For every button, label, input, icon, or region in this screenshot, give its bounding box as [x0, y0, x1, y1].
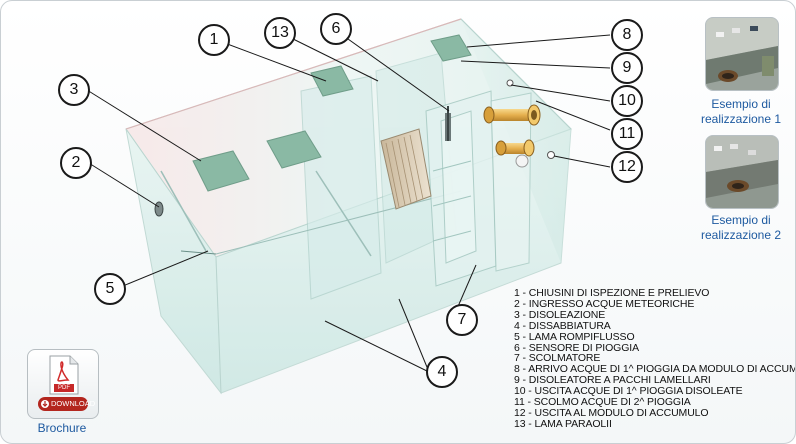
- example-caption-2[interactable]: Esempio di realizzazione 2: [691, 213, 791, 243]
- pdf-icon: [38, 355, 88, 411]
- inlet-pipe: [154, 201, 164, 217]
- legend-item: 9 - DISOLEATORE A PACCHI LAMELLARI: [514, 374, 711, 387]
- site-photo-image: [706, 18, 778, 90]
- legend-item: 8 - ARRIVO ACQUE DI 1^ PIOGGIA DA MODULO…: [514, 363, 796, 376]
- callout-5: 5: [94, 273, 126, 305]
- callout-11: 11: [611, 118, 643, 150]
- legend: 1 - CHIUSINI DI ISPEZIONE E PRELIEVO 2 -…: [514, 287, 796, 430]
- pipe-10: [483, 104, 541, 126]
- download-label: DOWNLOAD: [51, 399, 96, 408]
- legend-item: 7 - SCOLMATORE: [514, 352, 601, 365]
- legend-item: 1 - CHIUSINI DI ISPEZIONE E PRELIEVO: [514, 287, 710, 299]
- callout-10: 10: [611, 85, 643, 117]
- legend-item: 2 - INGRESSO ACQUE METEORICHE: [514, 297, 695, 310]
- callout-3: 3: [58, 74, 90, 106]
- caption-line: Esempio di: [711, 97, 771, 111]
- pdf-label: PDF: [58, 385, 70, 391]
- outlet-12-hole: [547, 151, 555, 159]
- leader-lines: [83, 28, 611, 373]
- float-ball: [515, 154, 529, 168]
- callout-2: 2: [60, 147, 92, 179]
- callout-4: 4: [426, 356, 458, 388]
- callout-6: 6: [320, 13, 352, 45]
- legend-item: 5 - LAMA ROMPIFLUSSO: [514, 330, 635, 343]
- brochure-download-button[interactable]: PDF DOWNLOAD: [27, 349, 99, 419]
- callout-7: 7: [446, 304, 478, 336]
- callout-1: 1: [198, 24, 230, 56]
- hatch-4: [430, 34, 472, 62]
- caption-line: realizzazione 1: [700, 112, 782, 126]
- brochure-link[interactable]: Brochure: [37, 421, 87, 435]
- example-thumbnail-2[interactable]: [705, 135, 779, 209]
- callout-13: 13: [264, 17, 296, 49]
- callout-12: 12: [611, 151, 643, 183]
- example-thumbnail-1[interactable]: [705, 17, 779, 91]
- callout-9: 9: [611, 52, 643, 84]
- partition-1: [300, 75, 382, 300]
- legend-item: 3 - DISOLEAZIONE: [514, 308, 606, 321]
- legend-item: 13 - LAMA PARAOLII: [514, 417, 612, 430]
- pipe-11: [495, 139, 535, 157]
- hatch-1: [192, 150, 250, 192]
- legend-item: 6 - SENSORE DI PIOGGIA: [514, 341, 639, 354]
- legend-item: 10 - USCITA ACQUE DI 1^ PIOGGIA DISOLEAT…: [514, 385, 743, 398]
- site-photo-image: [706, 136, 778, 208]
- legend-item: 12 - USCITA AL MODULO DI ACCUMULO: [514, 406, 709, 419]
- callout-8: 8: [611, 19, 643, 51]
- hatch-3: [310, 65, 354, 97]
- example-caption-1[interactable]: Esempio di realizzazione 1: [691, 97, 791, 127]
- caption-line: Esempio di: [711, 213, 771, 227]
- legend-item: 4 - DISSABBIATURA: [514, 319, 611, 332]
- inlet-8-hole: [506, 79, 514, 87]
- caption-line: realizzazione 2: [700, 228, 782, 242]
- hatch-2: [266, 130, 322, 169]
- legend-item: 11 - SCOLMO ACQUE DI 2^ PIOGGIA: [514, 396, 691, 409]
